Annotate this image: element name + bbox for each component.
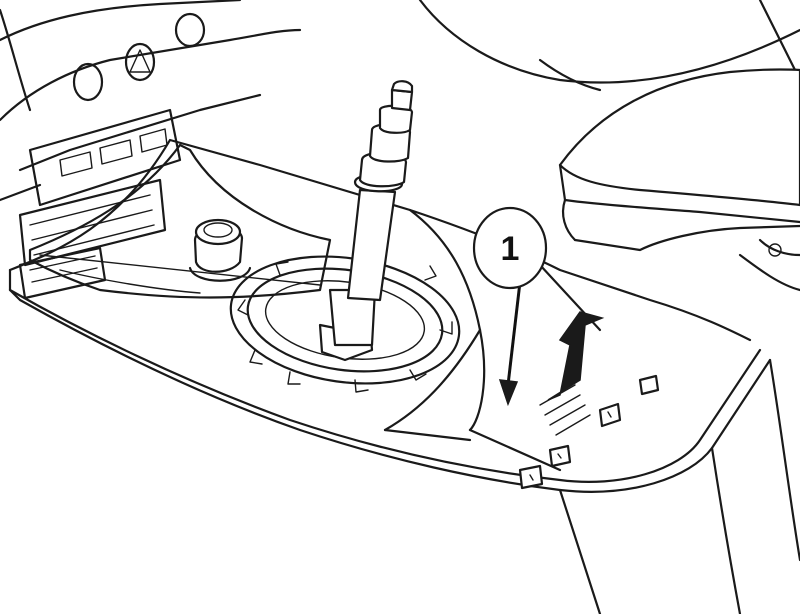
lift-arrow-icon <box>539 311 605 436</box>
center-console <box>8 138 800 614</box>
armrest <box>558 68 800 292</box>
push-down-arrow-icon <box>498 280 522 407</box>
shift-lever <box>318 80 414 362</box>
callout-1-label: 1 <box>501 230 520 268</box>
dashboard <box>0 0 302 300</box>
callout-1: 1 <box>472 206 602 332</box>
trim-clips <box>518 374 660 490</box>
cap-knob <box>188 218 252 282</box>
shifter-ring <box>229 255 461 393</box>
